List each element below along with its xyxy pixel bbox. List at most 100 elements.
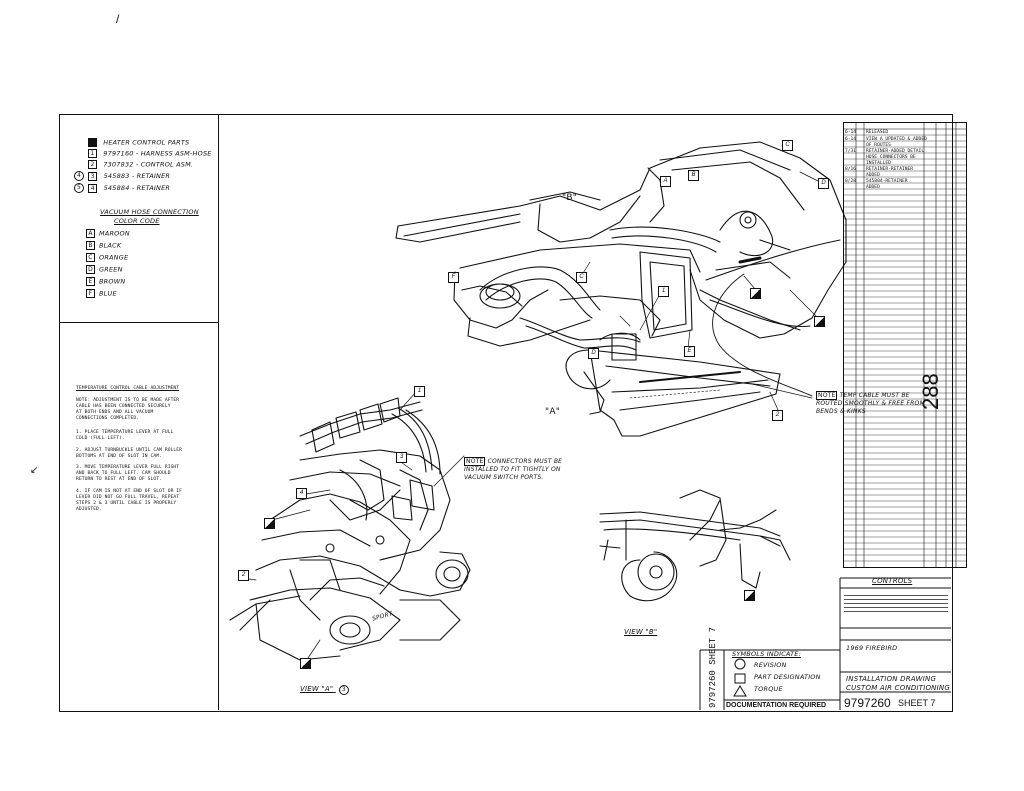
drawing-title-2: CUSTOM AIR CONDITIONING	[846, 684, 950, 692]
color-code-name: MAROON	[99, 229, 130, 238]
heater-duct-assembly	[395, 141, 847, 437]
color-code-letter: E	[86, 277, 95, 286]
revision-date: 8/28	[845, 179, 857, 184]
legend-item: 2 7307832 - CONTROL ASM.	[88, 160, 193, 170]
view-a-label-text: VIEW "A"	[300, 685, 334, 693]
color-code-letter: A	[86, 229, 95, 238]
left-column-divider	[218, 115, 219, 710]
drawing-frame	[59, 114, 953, 712]
revision-text: OF ROUTES	[866, 143, 891, 148]
legend-item-num: 1	[88, 149, 97, 158]
callout-b: B	[688, 170, 699, 181]
revision-marker	[750, 288, 761, 299]
color-code-row: C ORANGE	[86, 253, 128, 263]
leader-lines	[241, 171, 821, 665]
callout-4: 4	[296, 488, 307, 499]
drawing-stamp: 9797260 SHEET 7	[708, 626, 718, 708]
symbols-legend	[733, 658, 747, 697]
notes-line: STEPS 2 & 3 UNTIL CABLE IS PROPERLY	[76, 501, 177, 506]
revision-text: RELEASED	[866, 130, 889, 135]
color-code-name: ORANGE	[99, 253, 129, 262]
temp-cable-note-text: TEMP CABLE MUST BE ROUTED SMOOTHLY & FRE…	[816, 392, 925, 415]
color-code-name: BLUE	[99, 289, 117, 298]
revision-marker	[744, 590, 755, 601]
callout-c: C	[782, 140, 793, 151]
legend-item-num: 2	[88, 160, 97, 169]
notes-line: ADJUSTED.	[76, 507, 102, 512]
view-a-label: VIEW "A" 3	[300, 685, 349, 695]
notes-line: COLD (FULL LEFT).	[76, 436, 125, 441]
revision-text: ADDED	[866, 185, 880, 190]
callout-1: 1	[658, 286, 669, 297]
legend-item-num: 3	[88, 171, 98, 181]
connector-note-text: CONNECTORS MUST BE INSTALLED TO FIT TIGH…	[464, 458, 563, 481]
fine-print-line	[844, 599, 948, 600]
drawing-title-1: INSTALLATION DRAWING	[846, 675, 937, 683]
view-a-label-num: 3	[338, 685, 349, 695]
notes-line: 4. IF CAM IS NOT AT END OF SLOT OR IF	[76, 489, 183, 494]
legend: HEATER CONTROL PARTS 1 9797160 - HARNESS…	[60, 130, 218, 310]
notes-line: NOTE: ADJUSTMENT IS TO BE MADE AFTER	[76, 398, 180, 403]
callout-d2: D	[588, 348, 599, 359]
car-model: 1969 FIREBIRD	[846, 644, 898, 652]
legend-item: 5 4 545884 - RETAINER	[74, 183, 170, 193]
view-a-marker: "A"	[545, 407, 561, 417]
legend-title: HEATER CONTROL PARTS	[103, 138, 190, 147]
notes-title: TEMPERATURE CONTROL CABLE ADJUSTMENT	[76, 386, 180, 391]
legend-item-text: 545884 - RETAINER	[103, 184, 171, 192]
revision-text: INSTALLED	[866, 161, 891, 166]
color-code-name: BLACK	[99, 241, 122, 250]
legend-item: 1 9797160 - HARNESS ASM-HOSE	[88, 149, 212, 159]
symbol-torque: TORQUE	[754, 685, 783, 693]
revision-block: 6-14 RELEASED 6-14 VIEW A UPDATED & ADDE…	[843, 122, 967, 568]
color-code-row: A MAROON	[86, 229, 130, 239]
fine-print-line	[844, 611, 948, 612]
notes-line: CONNECTIONS COMPLETED.	[76, 416, 140, 421]
legend-item-circle: 5	[74, 183, 84, 193]
revision-marker	[300, 658, 311, 669]
title-block-lines	[699, 577, 951, 710]
view-b-marker: "B"	[562, 193, 578, 203]
color-code-subtitle: COLOR CODE	[114, 217, 160, 225]
symbol-part: PART DESIGNATION	[754, 673, 821, 681]
notes-line: BOTTOMS AT END OF SLOT IN CAM.	[76, 454, 162, 459]
legend-item-circle: 4	[74, 171, 84, 181]
revision-marker	[264, 518, 275, 529]
revision-date: 8/16	[845, 167, 857, 172]
drawing-number: 9797260	[844, 696, 891, 710]
view-a-assembly	[229, 397, 471, 661]
temp-cable-note: NOTE TEMP CABLE MUST BE ROUTED SMOOTHLY …	[816, 391, 936, 416]
revision-text: RETAINER-ADDED DETAIL	[866, 149, 925, 154]
color-code-row: B BLACK	[86, 241, 121, 251]
color-code-letter: D	[86, 265, 95, 274]
legend-item-text: 9797160 - HARNESS ASM-HOSE	[103, 149, 212, 158]
legend-title-row: HEATER CONTROL PARTS	[88, 138, 189, 148]
callout-1b: 1	[414, 386, 425, 397]
callout-a: A	[660, 176, 671, 187]
color-code-letter: B	[86, 241, 95, 250]
revision-text: HOSE CONNECTORS BE	[866, 155, 916, 160]
revision-text: VIEW A UPDATED & ADDED	[866, 137, 927, 142]
sheet-number: SHEET 7	[898, 698, 936, 708]
documentation-required: DOCUMENTATION REQUIRED	[726, 702, 827, 709]
color-code-letter: C	[86, 253, 95, 262]
revision-date: 6-14	[845, 137, 857, 142]
connector-note: NOTE CONNECTORS MUST BE INSTALLED TO FIT…	[464, 457, 572, 482]
callout-2b: 2	[238, 570, 249, 581]
notes-line: LEVER DID NOT GO FULL TRAVEL, REPEAT	[76, 495, 180, 500]
revision-text: 545884-RETAINER	[866, 179, 908, 184]
notes-line: 2. ADJUST TURNBUCKLE UNTIL CAM ROLLER	[76, 448, 183, 453]
view-b-label: VIEW "B"	[624, 628, 658, 636]
fine-print-line	[844, 603, 948, 604]
legend-title-box	[88, 138, 97, 147]
revision-grid	[844, 123, 966, 567]
symbols-title: SYMBOLS INDICATE:	[732, 650, 801, 658]
callout-e: E	[684, 346, 695, 357]
controls-heading: CONTROLS	[872, 577, 913, 585]
notes-line: CABLE HAS BEEN CONNECTED SECURELY	[76, 404, 171, 409]
notes-line: RETURN TO REST AT END OF SLOT.	[76, 477, 162, 482]
